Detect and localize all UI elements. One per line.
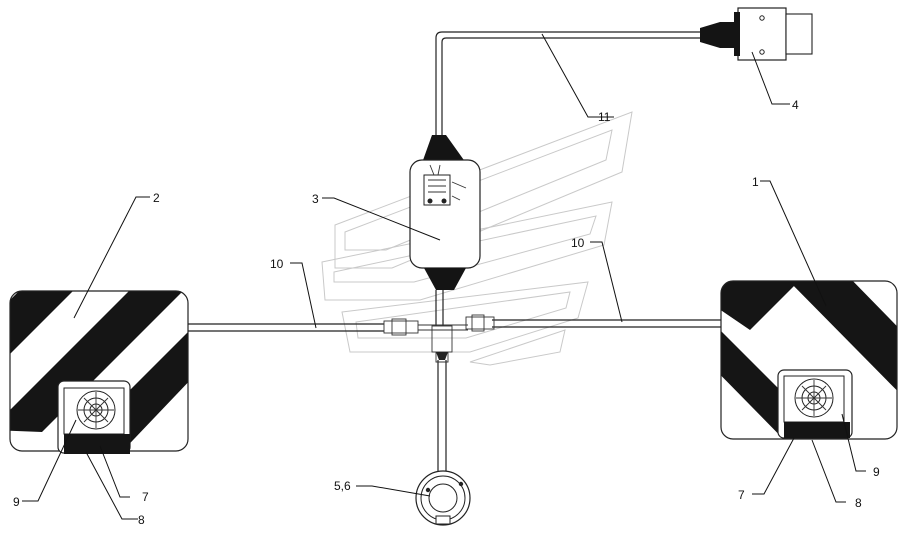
callout-2: 2 xyxy=(153,191,160,205)
plate-lamp xyxy=(415,470,471,526)
rear-lamp-right xyxy=(777,369,853,439)
callout-10-right: 10 xyxy=(571,236,585,250)
callout-5-6: 5,6 xyxy=(334,479,351,493)
t-junction-connector xyxy=(431,325,453,363)
wiring-harness xyxy=(188,31,721,472)
inline-connector-left xyxy=(383,318,419,336)
plug-connector xyxy=(700,7,813,61)
callout-1: 1 xyxy=(752,175,759,189)
inline-connector-right xyxy=(465,314,495,332)
callout-3: 3 xyxy=(312,192,319,206)
callout-7-right: 7 xyxy=(738,488,745,502)
callout-7-left: 7 xyxy=(142,490,149,504)
callout-10-left: 10 xyxy=(270,257,284,271)
callout-9-left: 9 xyxy=(13,495,20,509)
callout-labels: 2 1 3 4 11 10 10 5,6 9 7 8 9 7 8 xyxy=(13,98,880,527)
warning-panel-left xyxy=(9,290,189,452)
leader-lines xyxy=(22,33,866,520)
watermark-logo xyxy=(321,111,633,366)
callout-4: 4 xyxy=(792,98,799,112)
rear-lamp-left xyxy=(57,380,131,454)
callout-8-right: 8 xyxy=(855,496,862,510)
callout-9-right: 9 xyxy=(873,465,880,479)
callout-8-left: 8 xyxy=(138,513,145,527)
junction-box xyxy=(409,135,481,290)
callout-11: 11 xyxy=(598,110,611,124)
